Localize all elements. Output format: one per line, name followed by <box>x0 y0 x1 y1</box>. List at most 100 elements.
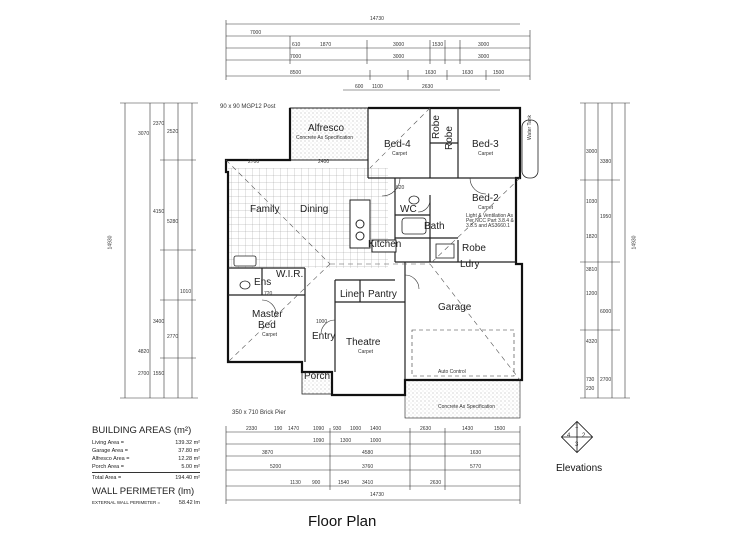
right-dim-label: 730 <box>586 377 595 383</box>
top-dim-label: 1100 <box>372 84 383 90</box>
bottom-dim-label: 5770 <box>470 464 482 470</box>
right-dim-label: 230 <box>586 386 595 392</box>
wet-area-fixtures <box>233 195 455 290</box>
perimeter-label: EXTERNAL WALL PERIMETER = <box>92 500 161 505</box>
top-dim-label: 3000 <box>393 42 405 48</box>
bottom-dim-label: 5200 <box>270 464 282 470</box>
bottom-dim-label: 2630 <box>420 426 432 432</box>
perimeter-row: EXTERNAL WALL PERIMETER = 58.42 lm <box>92 500 200 508</box>
room-label-bath: Bath <box>424 221 445 232</box>
bottom-dim-label: 1400 <box>370 426 382 432</box>
bottom-dim-label: 1540 <box>338 480 350 486</box>
bottom-dim-label: 1000 <box>370 438 382 444</box>
left-dim-label: 2700 <box>138 371 150 377</box>
room-label-dining: Dining <box>300 204 329 215</box>
room-label-bed2: Bed-2 <box>472 193 499 204</box>
room-label-family: Family <box>250 204 280 215</box>
bottom-dim-label: 1300 <box>340 438 352 444</box>
left-dim-label: 2370 <box>153 121 165 127</box>
room-label-kitchen: Kitchen <box>368 239 402 250</box>
door-swings <box>261 177 487 335</box>
area-value: 37.80 m² <box>178 448 200 454</box>
right-dim-label: 3810 <box>586 267 598 273</box>
perimeter-heading: WALL PERIMETER (lm) <box>92 486 195 497</box>
room-label-ens: Ens <box>254 277 272 288</box>
left-dim-label: 3400 <box>153 319 165 325</box>
elevation-2: 2 <box>582 433 586 439</box>
room-label-robe: Robe <box>462 243 486 254</box>
top-dim-label: 1630 <box>462 70 474 76</box>
bed4-note: Carpet <box>392 151 408 157</box>
right-dimension-lines <box>580 102 630 399</box>
left-dim-label: 4820 <box>138 349 150 355</box>
room-label-linen: Linen <box>340 289 365 300</box>
bed3-note: Carpet <box>478 151 494 157</box>
building-areas-table: BUILDING AREAS (m²) Living Area =139.32 … <box>92 425 200 508</box>
bottom-dim-label: 1500 <box>494 426 506 432</box>
elevation-4: 4 <box>567 433 571 439</box>
elevation-marker <box>560 420 594 454</box>
room-label-wir: W.I.R. <box>276 269 304 280</box>
left-overall-dim: 14930 <box>107 235 114 250</box>
room-label-master-bed: Bed <box>258 320 276 331</box>
bottom-dim-label: 2630 <box>430 480 442 486</box>
area-label: Garage Area = <box>92 448 128 454</box>
bottom-dim-label: 3760 <box>362 464 374 470</box>
room-label-wc: WC <box>400 204 417 215</box>
right-dim-label: 3380 <box>600 159 612 165</box>
left-dim-label: 2770 <box>167 334 179 340</box>
top-dim-label: 3000 <box>478 42 490 48</box>
bottom-dimension-lines <box>225 426 521 504</box>
top-dim-label: 2630 <box>422 84 434 90</box>
left-dimension-lines <box>120 102 198 399</box>
right-dim-label: 2700 <box>600 377 612 383</box>
top-dim-label: 8500 <box>290 70 302 76</box>
water-tank-label: Water Tank <box>527 114 533 140</box>
top-dim-label: 1870 <box>320 42 332 48</box>
room-label-theatre: Theatre <box>346 337 381 348</box>
bottom-dim-label: 2330 <box>246 426 258 432</box>
right-dim-label: 3000 <box>586 149 598 155</box>
top-dim-label: 610 <box>292 42 301 48</box>
room-label-bed4: Bed-4 <box>384 139 411 150</box>
master-note: Carpet <box>262 332 278 338</box>
kitchen-joinery <box>349 199 397 253</box>
bottom-dim-label: 1090 <box>313 426 325 432</box>
bottom-dim-label: 1130 <box>290 480 301 486</box>
bottom-overall-dim: 14730 <box>370 492 384 498</box>
bottom-dim-label: 1470 <box>288 426 300 432</box>
dim-note: 720 <box>264 291 273 297</box>
pier-note: 350 x 710 Brick Pier <box>232 410 286 416</box>
garage-door <box>411 329 515 377</box>
top-dim-label: 1530 <box>432 42 444 48</box>
area-label: Porch Area = <box>92 464 124 470</box>
areas-heading: BUILDING AREAS (m²) <box>92 425 192 436</box>
room-label-entry: Entry <box>312 331 336 342</box>
bottom-dim-label: 1630 <box>470 450 482 456</box>
bottom-dim-label: 3870 <box>262 450 274 456</box>
bottom-dim-label: 930 <box>333 426 342 432</box>
left-dim-label: 3070 <box>138 131 150 137</box>
garage-door-note: Auto Control <box>438 369 466 375</box>
room-label-ldry: Ldry <box>460 259 480 270</box>
right-dim-label: 1200 <box>586 291 598 297</box>
area-value: 12.28 m² <box>178 456 200 462</box>
right-dim-label: 1820 <box>586 234 598 240</box>
alfresco-note: Concrete As Specification <box>296 135 353 141</box>
bed2-note: Carpet <box>478 205 494 211</box>
bottom-dim-label: 900 <box>312 480 321 486</box>
area-label: Living Area = <box>92 440 124 446</box>
left-dim-label: 5280 <box>167 219 179 225</box>
top-dimension-lines <box>225 20 531 91</box>
room-label-master: Master <box>252 309 283 320</box>
left-dim-label: 1550 <box>153 371 165 377</box>
perimeter-value: 58.42 lm <box>178 500 200 506</box>
area-row: Garage Area = 37.80 m² <box>92 448 200 456</box>
area-value: 5.00 m² <box>181 464 200 470</box>
dim-note: 820 <box>396 185 405 191</box>
area-total-label: Total Area = <box>92 475 122 481</box>
bottom-dim-label: 1000 <box>350 426 362 432</box>
top-dim-label: 1630 <box>425 70 437 76</box>
bottom-dim-label: 3410 <box>362 480 374 486</box>
elevation-1: 1 <box>575 424 579 430</box>
